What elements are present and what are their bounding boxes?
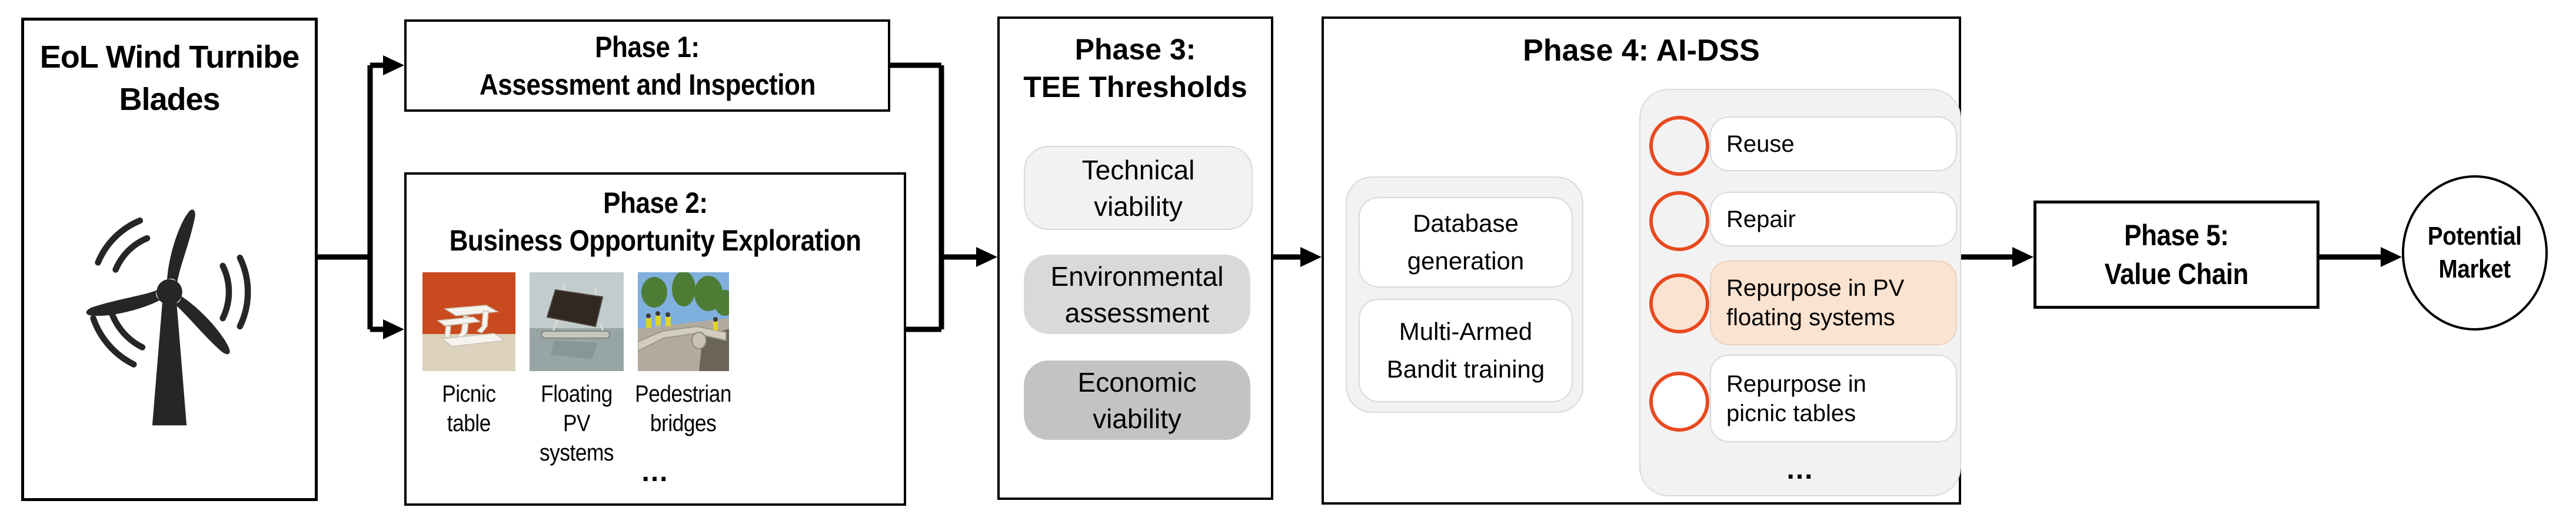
phase3-title: Phase 3: [1074, 33, 1196, 66]
pedestrian-bridges-photo [638, 272, 729, 371]
eol-blades-box: EoL Wind Turnibe Blades [21, 18, 318, 501]
phase1-title: Phase 1: [595, 30, 700, 64]
wind-arcs [90, 217, 251, 368]
option-pedestrian-bridges: Pedestrian bridges [635, 272, 732, 468]
module-database-generation: Database generation [1359, 197, 1573, 288]
phase3-subtitle: TEE Thresholds [1023, 71, 1247, 104]
strategies-ellipsis: ... [1786, 454, 1814, 485]
workers [646, 311, 718, 331]
phase1-box: Phase 1: Assessment and Inspection [404, 19, 890, 112]
phase4-box: Phase 4: AI-DSS Database generation Mult… [1322, 16, 1961, 505]
strategy-label-repair: Repair [1710, 192, 1957, 246]
picnic-table-photo [422, 272, 515, 371]
floating-pv-photo [530, 272, 624, 371]
strategy-label-repurpose-pv: Repurpose in PV floating systems [1710, 261, 1957, 345]
criterion-environmental-assessment: Environmental assessment [1024, 255, 1250, 334]
option-label-picnic-table: Picnic table [442, 381, 496, 436]
eol-blades-title: EoL Wind Turnibe Blades [39, 39, 299, 117]
strategies-panel: Reuse Repair Repurpose in PV floating sy… [1639, 89, 1961, 496]
phase3-box: Phase 3: TEE Thresholds Technical viabil… [997, 16, 1273, 500]
strategy-label-repurpose-picnic: Repurpose in picnic tables [1710, 355, 1957, 442]
criterion-technical-viability: Technical viability [1024, 146, 1253, 230]
wind-turbine-icon [86, 209, 251, 426]
turbine-blades [86, 209, 230, 355]
turbine-tower [152, 291, 187, 426]
strategy-circle-reuse [1649, 116, 1709, 176]
strategy-label-reuse: Reuse [1710, 116, 1957, 171]
potential-market-ellipse: Potential Market [2402, 175, 2548, 331]
option-floating-pv: Floating PV systems [529, 272, 624, 468]
criterion-economic-viability: Economic viability [1024, 361, 1250, 440]
phase4-title: Phase 4: AI-DSS [1523, 34, 1760, 68]
ai-modules-panel: Database generation Multi-Armed Bandit t… [1346, 176, 1583, 413]
phase2-subtitle: Business Opportunity Exploration [449, 224, 861, 257]
option-picnic-table: Picnic table [422, 272, 516, 468]
turbine-hub [157, 279, 182, 305]
phase1-subtitle: Assessment and Inspection [479, 68, 816, 101]
potential-market-label: Potential Market [2428, 222, 2522, 283]
phase2-title: Phase 2: [603, 186, 708, 219]
phase2-options-row: Picnic table Floating PV systems [407, 272, 904, 468]
phase2-box: Phase 2: Business Opportunity Exploratio… [404, 172, 906, 506]
strategy-circle-repurpose-pv [1649, 273, 1709, 333]
option-label-pedestrian-bridges: Pedestrian bridges [635, 381, 732, 436]
phase5-title: Phase 5: [2124, 219, 2229, 252]
phase2-ellipsis: ... [641, 456, 669, 488]
phase5-box: Phase 5: Value Chain [2033, 201, 2319, 309]
option-label-floating-pv: Floating PV systems [539, 381, 614, 466]
strategy-circle-repurpose-picnic [1649, 372, 1709, 432]
module-multi-armed-bandit-training: Multi-Armed Bandit training [1359, 299, 1573, 402]
strategy-circle-repair [1649, 191, 1709, 251]
phase5-subtitle: Value Chain [2104, 258, 2249, 291]
